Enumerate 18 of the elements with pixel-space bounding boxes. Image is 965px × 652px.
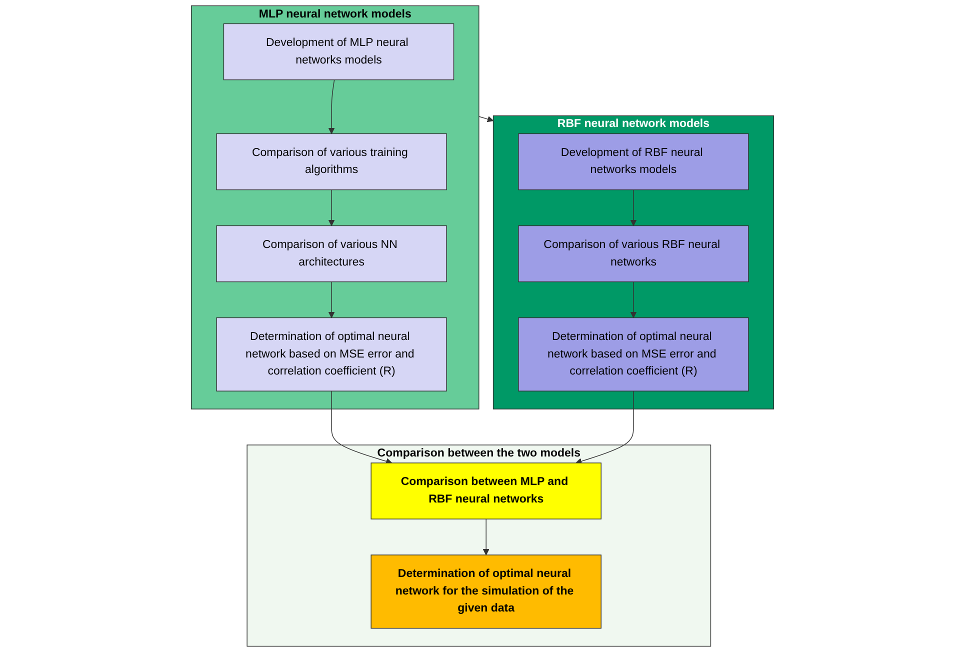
arrow [630,281,637,318]
arrow [328,281,335,318]
node-box: Comparison of various NN architectures [216,225,447,282]
arrow [478,116,494,122]
node-box: Comparison of various RBF neural networks [518,225,749,282]
node-box: Comparison between MLP and RBF neural networks [370,462,602,520]
arrow [630,189,637,226]
node-box: Determination of optimal neural network based on MSE error and correlation coefficient (R) [216,317,447,392]
node-box: Determination of optimal neural network based on MSE error and correlation coefficient (R) [518,317,749,392]
arrow [576,390,634,464]
node-box: Comparison of various training algorithms [216,133,447,190]
arrow [328,79,335,134]
arrow [328,189,335,226]
arrow [482,518,490,556]
node-box: Determination of optimal neural network for the simulation of the given data [370,554,602,629]
arrow [331,390,392,464]
node-box: Development of MLP neural networks models [223,23,454,80]
node-box: Development of RBF neural networks models [518,133,749,190]
